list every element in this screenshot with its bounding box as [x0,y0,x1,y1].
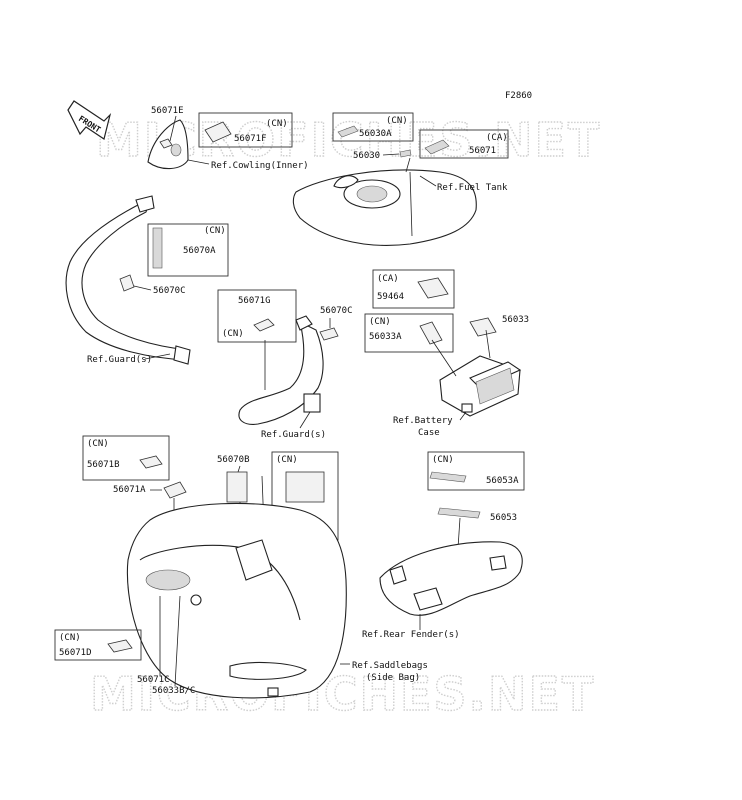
part-56070C-left: 56070C [153,286,186,296]
decal-59464 [417,277,449,299]
part-56033: 56033 [502,315,529,325]
ref-guard-left: Ref.Guard(s) [87,355,152,365]
region-cn-56070: (CN) [276,455,298,465]
decal-56070C-center [319,327,339,341]
part-56053: 56053 [490,513,517,523]
decal-56033A [419,321,443,345]
part-56030A: 56030A [359,129,392,139]
region-cn-56030A: (CN) [386,116,408,126]
decal-56070 [285,471,325,503]
part-56070B: 56070B [217,455,250,465]
figure-code: F2860 [505,91,532,101]
decal-56070A [152,227,163,269]
decal-56071 [424,139,450,155]
saddlebag-part [126,502,347,699]
leader-56071E [169,115,177,142]
part-56071: 56071 [469,146,496,156]
decal-56070C-left [119,274,135,292]
decal-56053A [429,471,467,483]
part-56070A: 56070A [183,246,216,256]
decal-56071D [107,639,133,653]
part-56033A: 56033A [369,332,402,342]
part-56033BC: 56033B/C [152,686,195,696]
guard-left-part [65,195,191,365]
part-56070C-center: 56070C [320,306,353,316]
region-cn-56071D: (CN) [59,633,81,643]
region-ca-56071: (CA) [486,133,508,143]
fuel-tank-part [292,157,477,246]
decal-56071F [204,121,232,143]
cowling-inner-part [147,119,189,170]
decal-56071B [139,455,163,469]
battery-case-part [439,355,522,417]
box-56053A [427,451,525,491]
ref-cowling-inner: Ref.Cowling(Inner) [211,161,309,171]
ref-guard-center: Ref.Guard(s) [261,430,326,440]
part-56030: 56030 [353,151,380,161]
decal-56070B [226,471,248,503]
part-56071E: 56071E [151,106,184,116]
box-56071 [419,129,509,159]
box-56071F [198,112,293,148]
part-56071B: 56071B [87,460,120,470]
region-cn-56071G: (CN) [222,329,244,339]
decal-56033 [469,317,497,337]
part-56071G: 56071G [238,296,271,306]
box-56070A [147,223,229,277]
part-56071A: 56071A [113,485,146,495]
guard-center-part [238,315,324,425]
box-56071G [217,289,297,343]
region-ca-59464: (CA) [377,274,399,284]
part-56053A: 56053A [486,476,519,486]
ref-fuel-tank: Ref.Fuel Tank [437,183,508,193]
front-arrow-icon: FRONT [67,100,112,140]
part-56071C: 56071C [137,675,170,685]
decal-56030A [337,125,359,138]
ref-side-bag: (Side Bag) [366,673,420,683]
ref-battery-case: Case [418,428,440,438]
decal-56071A [163,481,187,499]
ref-battery: Ref.Battery [393,416,453,426]
box-56033A [364,313,454,353]
box-59464 [372,269,455,309]
part-56071D: 56071D [59,648,92,658]
box-56071D [54,629,142,661]
decal-56030 [399,149,412,158]
ref-saddlebags: Ref.Saddlebags [352,661,428,671]
region-cn-56053A: (CN) [432,455,454,465]
decal-56053 [437,507,481,519]
region-cn-56071B: (CN) [87,439,109,449]
box-56030A [332,112,414,142]
ref-rear-fender: Ref.Rear Fender(s) [362,630,460,640]
rear-fender-part [379,541,523,616]
region-cn-56071F: (CN) [266,119,288,129]
region-cn-56033A: (CN) [369,317,391,327]
box-56071B [82,435,170,481]
decal-56071G [253,318,275,332]
part-56071F: 56071F [234,134,267,144]
part-59464: 59464 [377,292,404,302]
region-cn-56070A: (CN) [204,226,226,236]
